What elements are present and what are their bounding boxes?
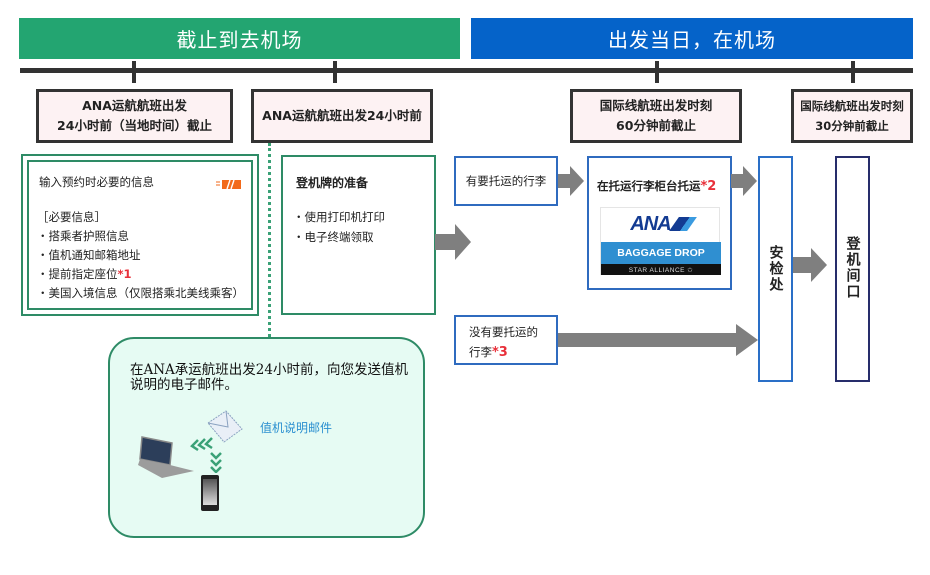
- smartphone-icon: [200, 474, 220, 512]
- email-label: 值机说明邮件: [260, 421, 333, 435]
- milestone-gate-deadline: 国际线航班出发时刻 30分钟前截止: [791, 89, 913, 143]
- milestone-email-sent: ANA运航航班出发24小时前: [251, 89, 433, 143]
- baggage-drop-label: 在托运行李柜台托运: [597, 179, 701, 193]
- security-checkpoint-box: 安检处: [758, 156, 793, 382]
- footnote-marker[interactable]: *3: [492, 345, 508, 360]
- security-label: 安检处: [767, 245, 784, 293]
- milestone-line: ANA运航航班出发24小时前: [262, 108, 422, 123]
- phase-before-airport: 截止到去机场: [19, 18, 460, 59]
- timeline-line: [20, 68, 913, 73]
- list-item: ・美国入境信息（仅限搭乘北美线乘客）: [37, 284, 257, 303]
- chevrons-left-icon: [188, 437, 218, 453]
- email-notice-box: 在ANA承运航班出发24小时前，向您发送值机说明的电子邮件。 值机说明邮件: [108, 337, 425, 538]
- milestone-line: 国际线航班出发时刻: [800, 99, 904, 113]
- footnote-marker[interactable]: *2: [700, 179, 717, 194]
- envelope-icon: [204, 409, 246, 445]
- boarding-pass-title: 登机牌的准备: [296, 176, 369, 190]
- ana-baggage-drop-logo: ANA BAGGAGE DROP STAR ALLIANCE ✩: [600, 207, 721, 275]
- reservation-info-card: 输入预约时必要的信息 ［必要信息］ ・搭乘者护照信息 ・值机通知邮箱地址 ・提前…: [21, 154, 259, 316]
- without-baggage-label: 没有要托运的: [469, 325, 538, 339]
- long-arrow-right-icon: [558, 324, 758, 356]
- chevrons-down-icon: [208, 449, 224, 474]
- reservation-info-inner: 输入预约时必要的信息 ［必要信息］ ・搭乘者护照信息 ・值机通知邮箱地址 ・提前…: [27, 160, 253, 310]
- phase-at-airport: 出发当日，在机场: [471, 18, 913, 59]
- baggage-drop-title: 在托运行李柜台托运*2: [597, 178, 716, 194]
- list-item: ・提前指定座位*1: [37, 265, 257, 284]
- timeline-tick: [333, 61, 337, 83]
- arrow-right-icon: [731, 166, 757, 196]
- boarding-pass-options: ・使用打印机打印 ・电子终端领取: [293, 207, 385, 247]
- baggage-drop-banner: BAGGAGE DROP: [601, 242, 721, 264]
- with-baggage-label: 有要托运的行李: [465, 174, 547, 188]
- required-info-list: ［必要信息］ ・搭乘者护照信息 ・值机通知邮箱地址 ・提前指定座位*1 ・美国入…: [37, 208, 257, 303]
- ana-brand: ANA: [601, 213, 721, 236]
- star-alliance-footer: STAR ALLIANCE ✩: [601, 264, 721, 275]
- required-info-label: ［必要信息］: [37, 210, 106, 224]
- without-baggage-label-line2: 行李*3: [469, 342, 556, 363]
- arrow-right-icon: [558, 166, 584, 196]
- milestone-baggage-deadline: 国际线航班出发时刻 60分钟前截止: [570, 89, 742, 143]
- ana-stripe-icon: [668, 217, 697, 231]
- list-item-text: ・提前指定座位: [37, 267, 118, 281]
- list-item-text: ・美国入境信息（仅限搭乘北美线乘客）: [37, 286, 244, 300]
- without-baggage-box: 没有要托运的 行李*3: [454, 315, 558, 365]
- reservation-info-title: 输入预约时必要的信息: [39, 175, 154, 189]
- ticket-icon: [216, 175, 242, 190]
- list-item: ・值机通知邮箱地址: [37, 246, 257, 265]
- without-baggage-label-text: 行李: [469, 345, 492, 359]
- list-item: ・搭乘者护照信息: [37, 227, 257, 246]
- milestone-line: 60分钟前截止: [616, 118, 696, 133]
- timeline-tick: [655, 61, 659, 83]
- footnote-marker[interactable]: *1: [117, 267, 132, 281]
- milestone-line: 24小时前（当地时间）截止: [57, 118, 212, 133]
- dotted-connector: [268, 143, 271, 343]
- baggage-drop-box: 在托运行李柜台托运*2 ANA BAGGAGE DROP STAR ALLIAN…: [587, 156, 732, 290]
- list-item-text: ・搭乘者护照信息: [37, 229, 129, 243]
- laptop-icon: [136, 435, 196, 479]
- arrow-right-icon: [793, 248, 827, 282]
- timeline-tick: [132, 61, 136, 83]
- list-item: ・电子终端领取: [293, 230, 374, 244]
- milestone-reservation-deadline: ANA运航航班出发 24小时前（当地时间）截止: [36, 89, 233, 143]
- timeline-tick: [851, 61, 855, 83]
- boarding-pass-card: 登机牌的准备 ・使用打印机打印 ・电子终端领取: [281, 155, 436, 315]
- milestone-line: 国际线航班出发时刻: [599, 98, 713, 113]
- boarding-gate-box: 登机间口: [835, 156, 870, 382]
- with-baggage-box: 有要托运的行李: [454, 156, 558, 206]
- email-notice-text: 在ANA承运航班出发24小时前，向您发送值机说明的电子邮件。: [130, 362, 408, 393]
- milestone-line: 30分钟前截止: [815, 119, 889, 133]
- arrow-right-icon: [435, 224, 471, 260]
- ana-brand-text: ANA: [630, 213, 671, 235]
- gate-label: 登机间口: [844, 236, 861, 300]
- list-item: ・使用打印机打印: [293, 210, 385, 224]
- milestone-line: ANA运航航班出发: [82, 98, 187, 113]
- list-item-text: ・值机通知邮箱地址: [37, 248, 141, 262]
